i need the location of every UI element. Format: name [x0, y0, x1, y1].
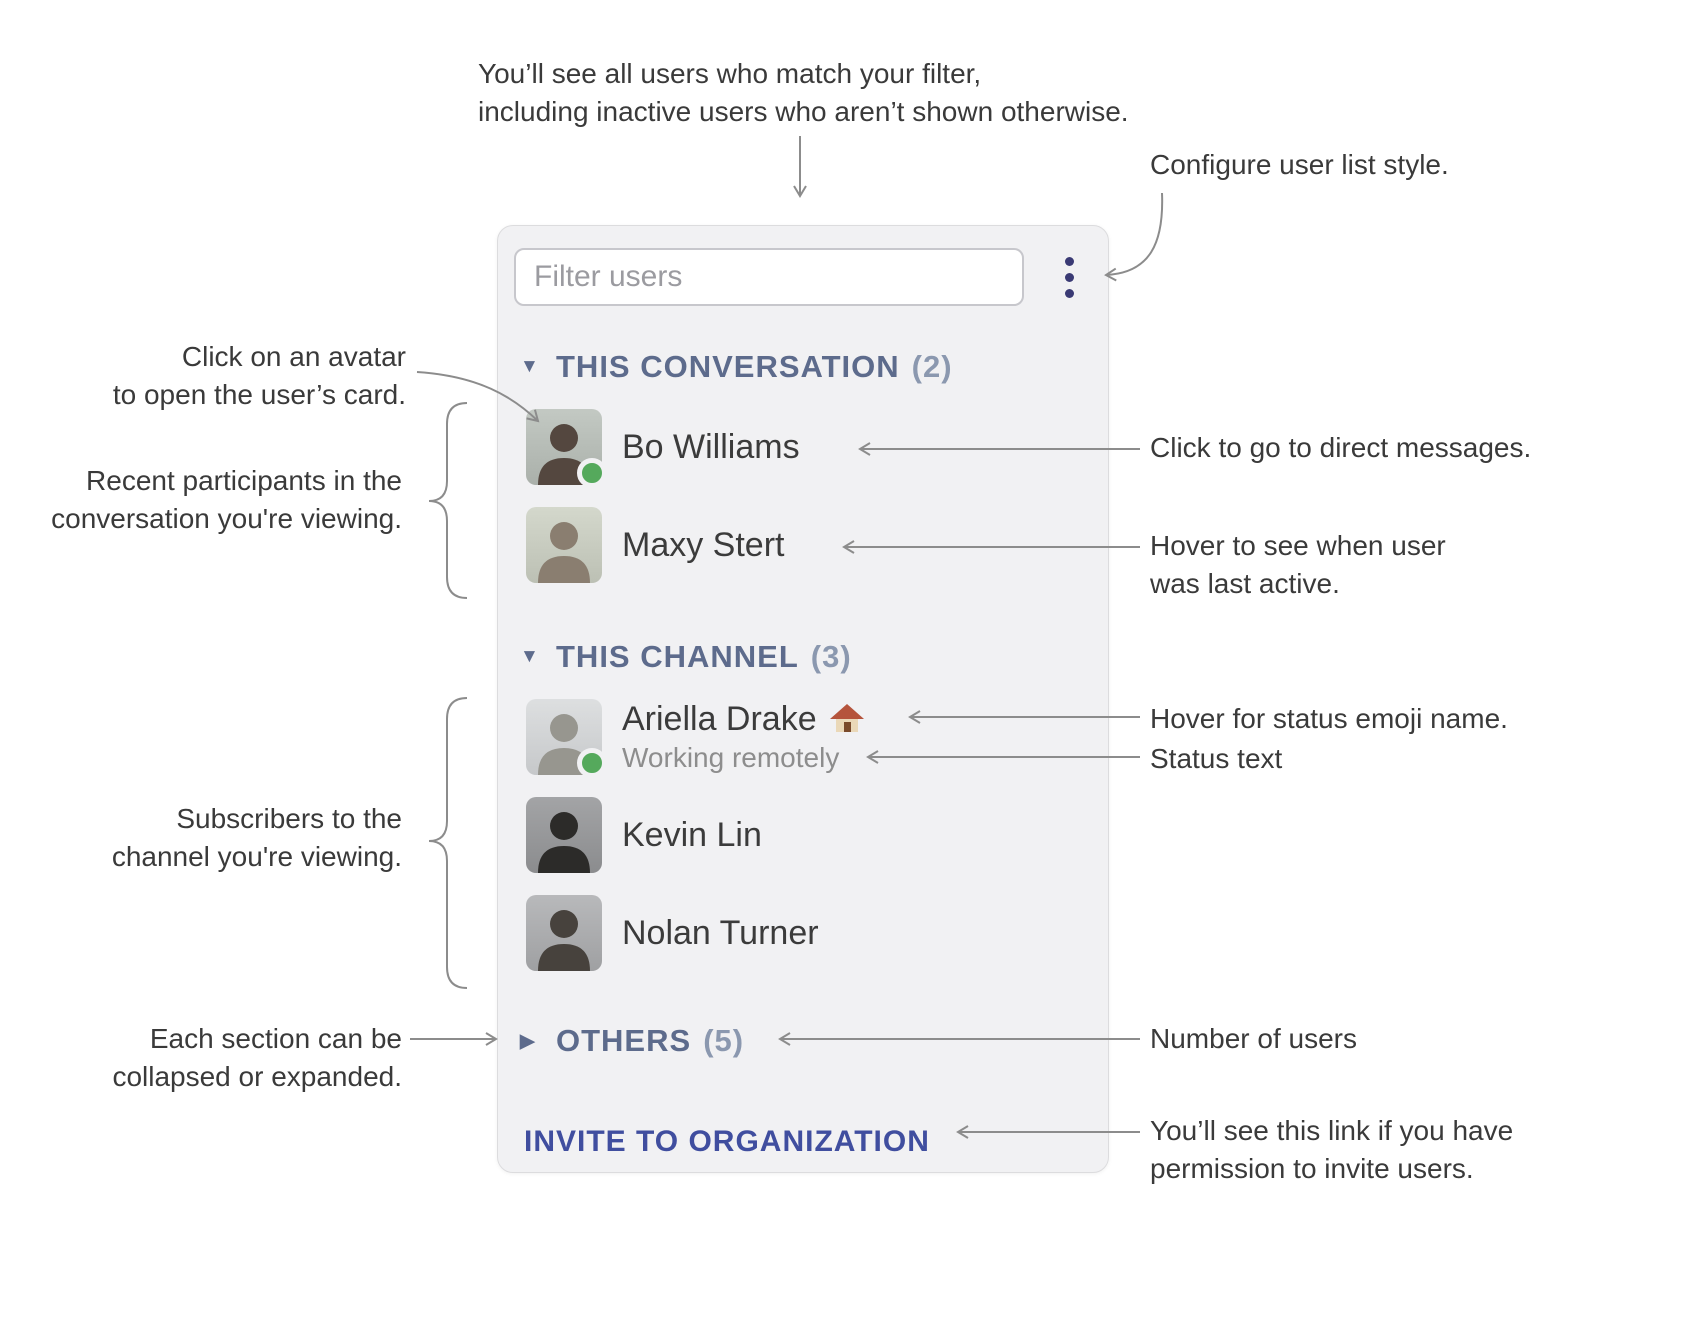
- section-label: THIS CHANNEL: [556, 639, 799, 674]
- section-count: (2): [911, 349, 953, 384]
- avatar-maxy-stert[interactable]: [526, 507, 602, 583]
- avatar-kevin-lin[interactable]: [526, 797, 602, 873]
- section-header-others[interactable]: ▶ OTHERS (5): [520, 1022, 1092, 1060]
- annotation-collapse-note: Each section can be collapsed or expande…: [112, 1023, 402, 1092]
- user-list-panel: ▼ THIS CONVERSATION (2) Bo Williams M: [497, 225, 1109, 1173]
- brace-subscribers: [428, 697, 468, 989]
- user-status-text: Working remotely: [622, 741, 840, 773]
- user-name: Ariella Drake: [622, 699, 817, 738]
- user-row-bo-williams[interactable]: Bo Williams: [514, 398, 1092, 496]
- section-count: (3): [810, 639, 852, 674]
- invite-to-organization-link[interactable]: INVITE TO ORGANIZATION: [524, 1125, 930, 1158]
- collapse-triangle-icon: ▼: [520, 646, 539, 667]
- annotation-last-active-note: Hover to see when user was last active.: [1150, 530, 1446, 599]
- home-status-emoji-icon[interactable]: [829, 702, 865, 736]
- collapse-triangle-icon: ▼: [520, 356, 539, 377]
- user-list-menu-button[interactable]: [1046, 248, 1092, 306]
- avatar-ariella-drake[interactable]: [526, 699, 607, 778]
- section-header-this-channel[interactable]: ▼ THIS CHANNEL (3): [520, 638, 1092, 676]
- user-row-maxy-stert[interactable]: Maxy Stert: [514, 496, 1092, 594]
- user-row-nolan-turner[interactable]: Nolan Turner: [514, 884, 1092, 982]
- annotation-dm-note: Click to go to direct messages.: [1150, 432, 1532, 463]
- annotation-count-note: Number of users: [1150, 1023, 1357, 1054]
- section-label: OTHERS: [556, 1023, 692, 1058]
- annotation-status-note: Status text: [1150, 743, 1283, 774]
- filter-row: [514, 248, 1092, 306]
- annotation-emoji-note: Hover for status emoji name.: [1150, 703, 1508, 734]
- person-silhouette-icon: [526, 507, 602, 583]
- expand-triangle-icon: ▶: [520, 1030, 535, 1052]
- person-silhouette-icon: [526, 797, 602, 873]
- user-name: Bo Williams: [622, 427, 800, 466]
- brace-participants: [428, 402, 468, 599]
- annotation-avatar-note: Click on an avatar to open the user’s ca…: [112, 341, 406, 410]
- person-silhouette-icon: [526, 895, 602, 971]
- section-header-this-conversation[interactable]: ▼ THIS CONVERSATION (2): [520, 348, 1092, 386]
- annotation-configure-note: Configure user list style.: [1150, 149, 1449, 180]
- connector-configure-note: [1104, 192, 1164, 282]
- user-row-kevin-lin[interactable]: Kevin Lin: [514, 786, 1092, 884]
- online-status-dot: [577, 748, 607, 778]
- section-count: (5): [703, 1023, 745, 1058]
- avatar-nolan-turner[interactable]: [526, 895, 602, 971]
- user-name: Kevin Lin: [622, 815, 762, 854]
- user-name-and-status: Ariella Drake Working remotely: [622, 700, 865, 775]
- user-name: Maxy Stert: [622, 525, 785, 564]
- kebab-menu-icon: [1064, 256, 1074, 298]
- user-name: Nolan Turner: [622, 913, 819, 952]
- filter-users-input[interactable]: [514, 248, 1024, 306]
- annotation-subscribers-note: Subscribers to the channel you're viewin…: [111, 803, 402, 872]
- avatar-bo-williams[interactable]: [526, 409, 607, 488]
- annotation-participants-note: Recent participants in the conversation …: [51, 465, 402, 534]
- user-row-ariella-drake[interactable]: Ariella Drake Working remotely: [514, 688, 1092, 786]
- online-status-dot: [577, 458, 607, 488]
- section-label: THIS CONVERSATION: [556, 349, 900, 384]
- annotation-invite-note: You’ll see this link if you have permiss…: [1150, 1115, 1514, 1184]
- annotation-filter-note: You’ll see all users who match your filt…: [478, 58, 1129, 127]
